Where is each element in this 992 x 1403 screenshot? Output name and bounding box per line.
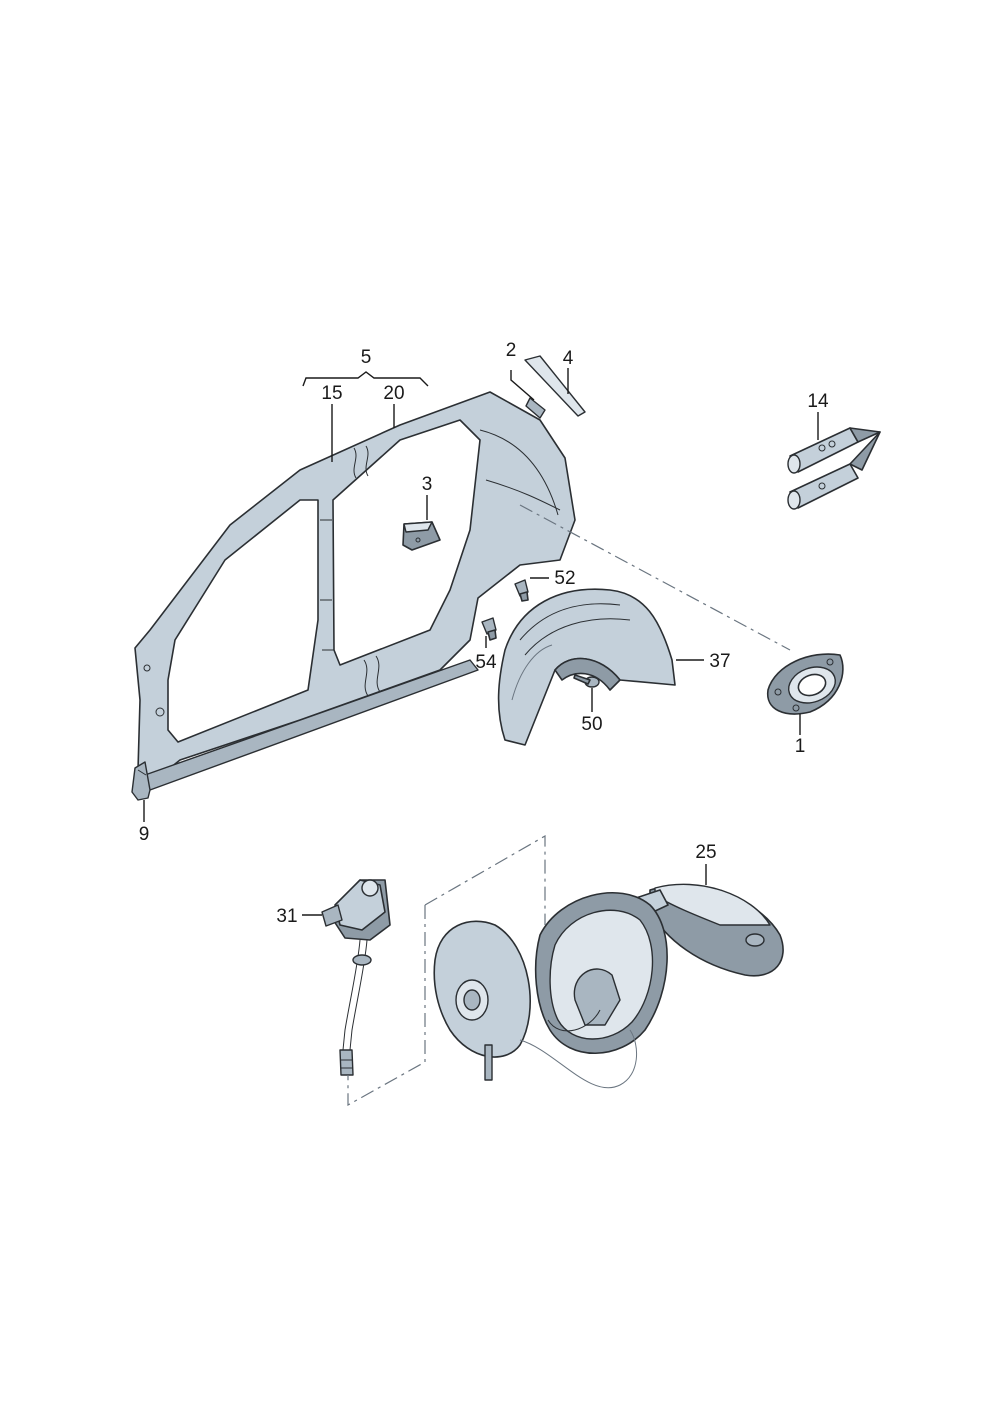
leader-lines: [143, 368, 819, 916]
parts-2-4-strips: [524, 355, 586, 419]
screw-50: [573, 674, 600, 688]
label-9: 9: [139, 824, 150, 845]
label-3: 3: [422, 474, 433, 495]
part-1-filler-housing: [767, 653, 844, 715]
part-9-clip: [131, 761, 151, 801]
label-15: 15: [321, 383, 342, 404]
label-20: 20: [383, 383, 404, 404]
label-31: 31: [276, 906, 297, 927]
part-25-fuel-flap: [433, 883, 784, 1089]
dash-lines: [347, 504, 791, 1107]
label-2: 2: [506, 340, 517, 361]
label-52: 52: [554, 568, 575, 589]
part-14-filler: [787, 427, 881, 510]
label-25: 25: [695, 842, 716, 863]
fastener-52: [514, 579, 529, 602]
label-37: 37: [709, 651, 730, 672]
part-labels: 5 15 20 2 4 3 14 52 54 37 50 1 9 25 31: [139, 340, 829, 927]
part-31-release-actuator: [321, 879, 391, 1076]
label-50: 50: [581, 714, 602, 735]
part-3-bracket: [402, 521, 441, 551]
label-1: 1: [795, 736, 806, 757]
fastener-54: [481, 617, 497, 641]
label-54: 54: [475, 652, 497, 673]
label-5: 5: [361, 347, 372, 368]
label-14: 14: [807, 391, 829, 412]
part-37-wheelhouse-liner: [497, 588, 676, 746]
label-4: 4: [563, 348, 574, 369]
